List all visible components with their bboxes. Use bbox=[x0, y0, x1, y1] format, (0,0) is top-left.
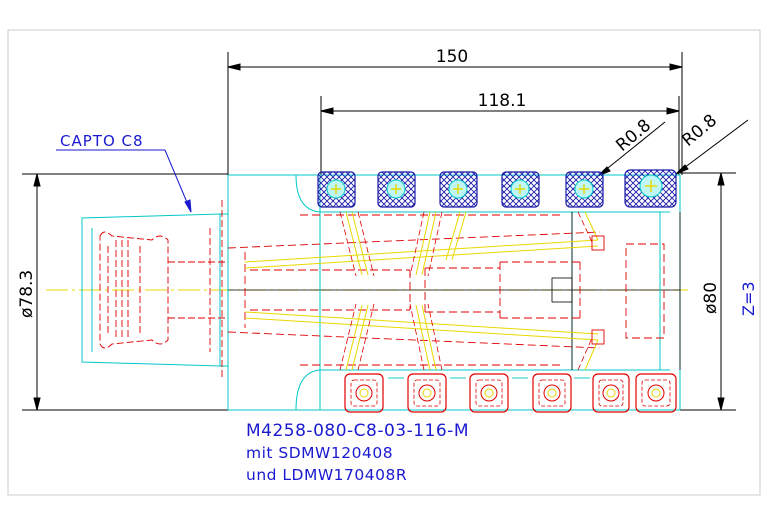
top-insert bbox=[501, 171, 540, 208]
internal-bore bbox=[227, 214, 665, 366]
bottom-inserts bbox=[344, 373, 677, 413]
radius-leader-b bbox=[675, 119, 749, 175]
insert-line-1: mit SDMW120408 bbox=[246, 444, 394, 462]
insert-line-2: und LDMW170408R bbox=[246, 466, 408, 484]
top-inserts bbox=[317, 169, 677, 208]
top-insert bbox=[565, 171, 604, 208]
bottom-insert bbox=[407, 373, 447, 413]
shank-label-leader bbox=[56, 149, 192, 213]
top-insert bbox=[377, 171, 416, 208]
dimension-overall-length-text: 150 bbox=[436, 47, 468, 67]
top-insert bbox=[317, 171, 356, 208]
cutter-body bbox=[228, 174, 681, 411]
top-insert bbox=[439, 171, 478, 208]
capto-shank bbox=[81, 175, 229, 410]
cutter-body-edges bbox=[551, 212, 681, 370]
dimension-inner-length bbox=[320, 96, 680, 175]
part-number: M4258-080-C8-03-116-M bbox=[246, 421, 469, 441]
dimension-shank-diameter-text: ø78.3 bbox=[17, 270, 37, 318]
bottom-pockets bbox=[319, 370, 590, 410]
capto-shank-hidden bbox=[99, 200, 228, 380]
coolant-channels-hidden bbox=[339, 211, 593, 371]
top-insert bbox=[624, 169, 677, 208]
part-description: M4258-080-C8-03-116-M mit SDMW120408 und… bbox=[246, 420, 469, 486]
dimension-cutter-diameter-text: ø80 bbox=[701, 282, 721, 314]
bottom-insert bbox=[469, 373, 509, 413]
bottom-insert bbox=[344, 373, 384, 413]
drawing-border bbox=[7, 29, 761, 496]
shank-label: CAPTO C8 bbox=[60, 132, 144, 150]
coolant-outlets bbox=[591, 235, 605, 345]
dimension-shank-diameter bbox=[22, 173, 228, 411]
bottom-insert bbox=[592, 373, 630, 413]
coolant-channels bbox=[244, 211, 599, 371]
teeth-count-label: Z=3 bbox=[739, 281, 758, 316]
radius-label-a: R0.8 bbox=[612, 116, 655, 156]
dimension-inner-length-text: 118.1 bbox=[478, 91, 527, 111]
dimension-overall-length bbox=[227, 52, 683, 175]
dimension-cutter-diameter bbox=[680, 172, 736, 411]
bottom-insert bbox=[532, 373, 572, 413]
bottom-insert bbox=[635, 373, 677, 413]
